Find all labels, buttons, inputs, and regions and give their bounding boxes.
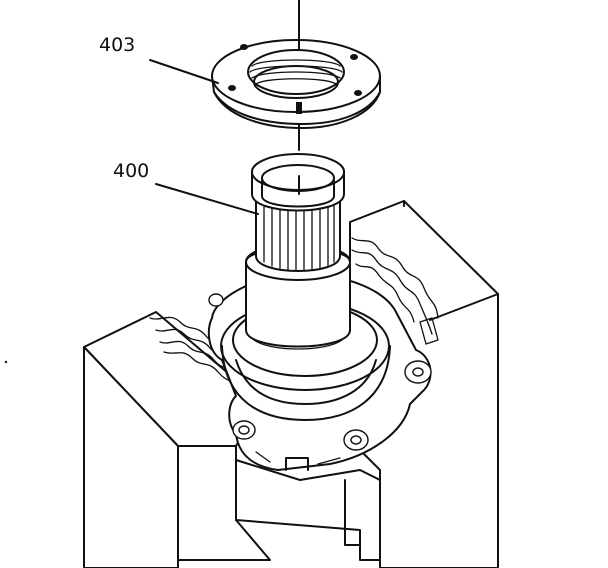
- callout-label-400: 400: [113, 160, 150, 182]
- leader-line-403: [149, 59, 219, 84]
- leader-line-400: [155, 183, 259, 215]
- callout-label-403: 403: [99, 34, 136, 56]
- seal-ring-403: [211, 39, 381, 129]
- shaft-splines: [263, 199, 335, 271]
